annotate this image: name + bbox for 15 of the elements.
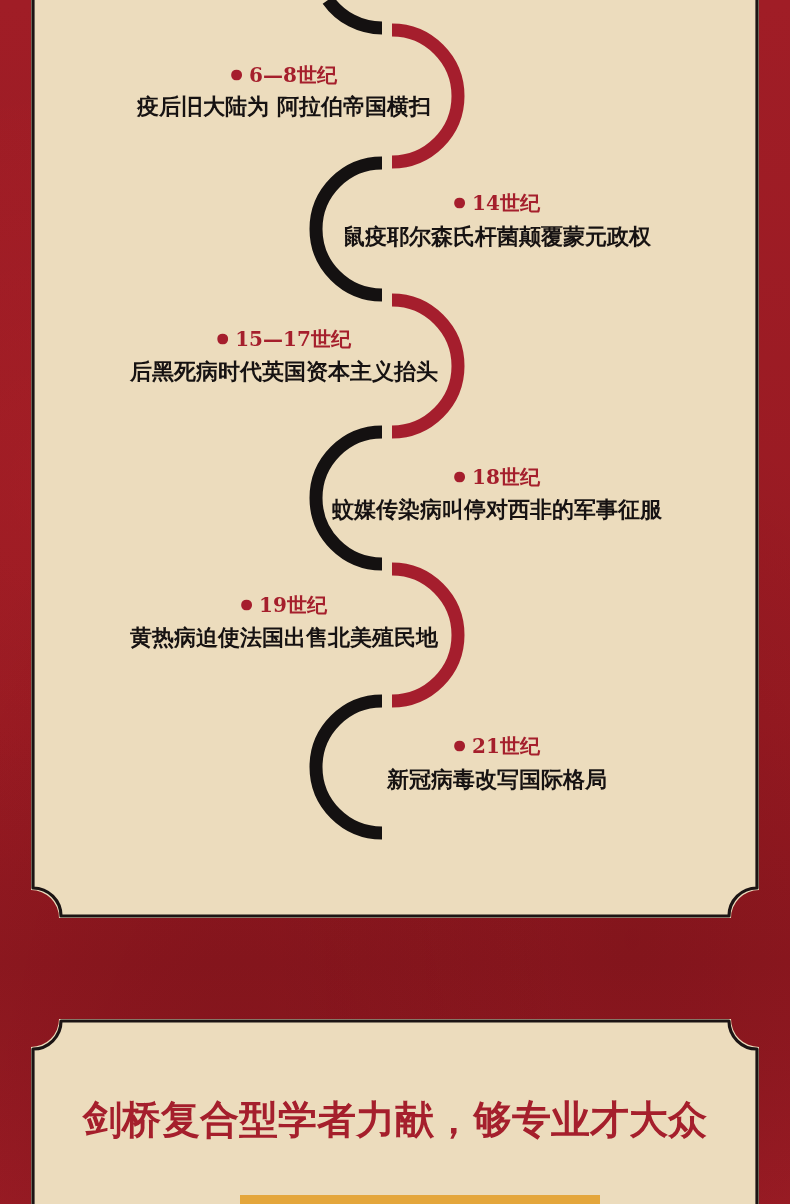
century-label: 14世纪 (472, 191, 540, 215)
century-label: 21世纪 (472, 734, 540, 758)
event-text: 后黑死病时代英国资本主义抬头 (130, 359, 438, 385)
century-label: 6—8世纪 (249, 63, 337, 87)
event-text: 疫后旧大陆为 阿拉伯帝国横扫 (137, 94, 431, 120)
headline: 剑桥复合型学者力献，够专业才大众 (83, 1097, 707, 1143)
event-text: 蚊媒传染病叫停对西非的军事征服 (332, 497, 662, 523)
event-text: 黄热病迫使法国出售北美殖民地 (130, 625, 438, 651)
century-label: 19世纪 (259, 593, 327, 617)
century-label: 18世纪 (472, 465, 540, 489)
century-label: 15—17世纪 (235, 327, 351, 351)
heading-panel (31, 1019, 759, 1204)
event-text: 新冠病毒改写国际格局 (387, 767, 607, 793)
timeline-panel (31, 0, 759, 918)
event-text: 鼠疫耶尔森氏杆菌颠覆蒙元政权 (343, 224, 651, 250)
